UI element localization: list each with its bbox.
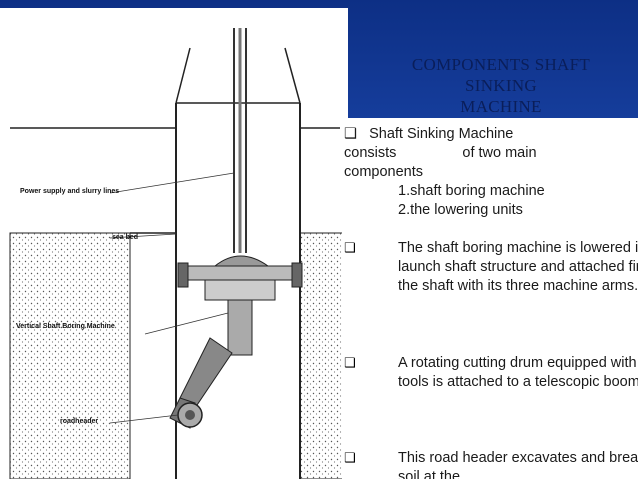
bullet-item-3: ❑ A rotating cutting drum equipped with … bbox=[344, 354, 638, 392]
title-line-1: COMPONENTS SHAFT bbox=[411, 55, 591, 74]
checkbox-bullet-icon: ❑ bbox=[344, 241, 356, 256]
bullet-item-2: ❑ The shaft boring machine is lowered in… bbox=[344, 239, 638, 296]
checkbox-bullet-icon: ❑ bbox=[344, 451, 356, 466]
machine-arms-beam bbox=[184, 265, 296, 281]
p4-text: This road header excavates and breaks th… bbox=[398, 450, 638, 479]
frame-leg-right bbox=[284, 47, 301, 104]
shaft-sinking-diagram bbox=[9, 28, 348, 479]
p1-line-5: 2.the lowering units bbox=[398, 202, 523, 218]
diagram-panel: Power supply and slurry lines sea bed Ve… bbox=[0, 8, 348, 479]
checkbox-bullet-icon: ❑ bbox=[344, 126, 357, 142]
soil-left bbox=[9, 232, 131, 479]
bullet-item-4: ❑ This road header excavates and breaks … bbox=[344, 449, 638, 479]
checkbox-bullet-icon: ❑ bbox=[344, 356, 356, 371]
leader-sea-bed bbox=[109, 233, 177, 239]
p1-line-4: 1.shaft boring machine bbox=[398, 183, 545, 199]
p3-text: A rotating cutting drum equipped with ch… bbox=[398, 355, 638, 390]
title-line-2: SINKING bbox=[465, 76, 537, 95]
p1-line-3: components bbox=[344, 164, 423, 180]
machine-dome bbox=[213, 255, 270, 267]
telescopic-boom bbox=[179, 337, 233, 409]
machine-arm-left bbox=[177, 262, 189, 288]
label-power-supply: Power supply and slurry lines bbox=[20, 188, 120, 195]
bullet-item-1: ❑ Shaft Sinking Machine consists of two m… bbox=[344, 125, 634, 220]
p1-line-2a: consists bbox=[344, 145, 397, 161]
machine-arm-right bbox=[291, 262, 303, 288]
title-line-3: MACHINE bbox=[460, 97, 542, 116]
leader-roadheader bbox=[109, 414, 179, 424]
machine-upper-body bbox=[204, 279, 276, 301]
leader-vsbm bbox=[144, 312, 229, 335]
leader-power-supply bbox=[109, 172, 235, 194]
text-panel: ❑ Shaft Sinking Machine consists of two m… bbox=[342, 118, 638, 479]
machine-column bbox=[227, 299, 253, 356]
label-sea-bed: sea bed bbox=[112, 234, 139, 241]
p1-line-1: Shaft Sinking Machine bbox=[369, 126, 514, 142]
p2-text: The shaft boring machine is lowered into… bbox=[398, 240, 638, 294]
label-roadheader: roadheader bbox=[60, 418, 99, 425]
soil-right bbox=[299, 232, 348, 479]
p1-line-2b: of two main bbox=[462, 145, 537, 161]
frame-leg-left bbox=[175, 47, 191, 104]
slide-title: COMPONENTS SHAFT SINKING MACHINE bbox=[372, 54, 630, 117]
label-vsbm: Vertical Shaft Boring Machine bbox=[16, 323, 115, 330]
